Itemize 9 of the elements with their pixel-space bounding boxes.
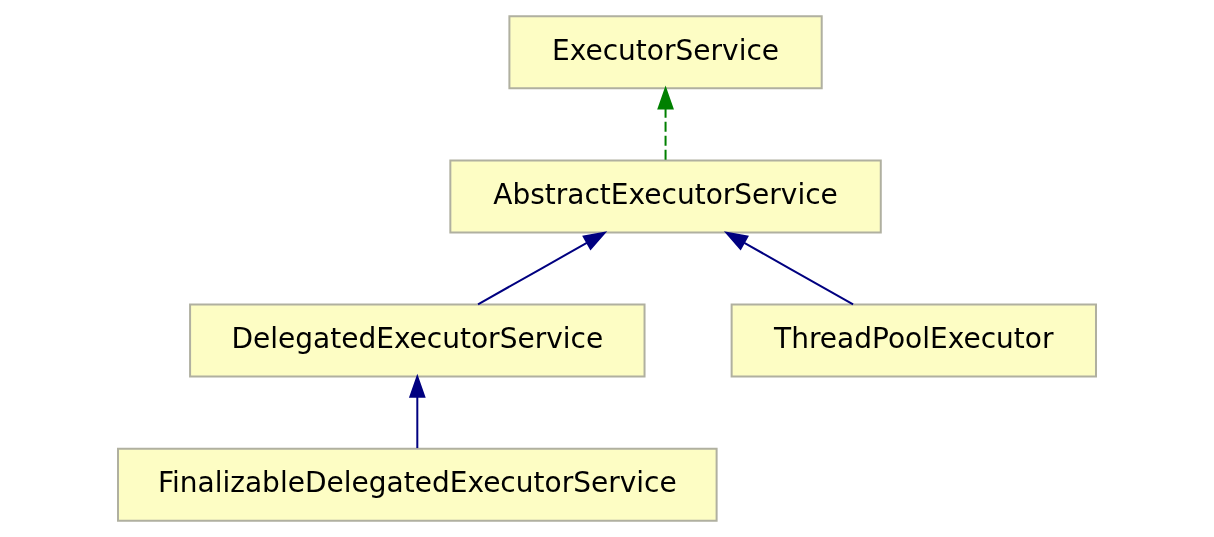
node-box: ThreadPoolExecutor [730, 303, 1097, 378]
arrow [408, 373, 426, 450]
node-box: FinalizableDelegatedExecutorService [117, 447, 718, 522]
node-box: ExecutorService [508, 15, 823, 90]
arrow [657, 85, 674, 161]
node-box: DelegatedExecutorService [189, 303, 646, 378]
node-box: AbstractExecutorService [449, 159, 882, 234]
arrow [723, 231, 855, 306]
arrow [477, 231, 608, 306]
